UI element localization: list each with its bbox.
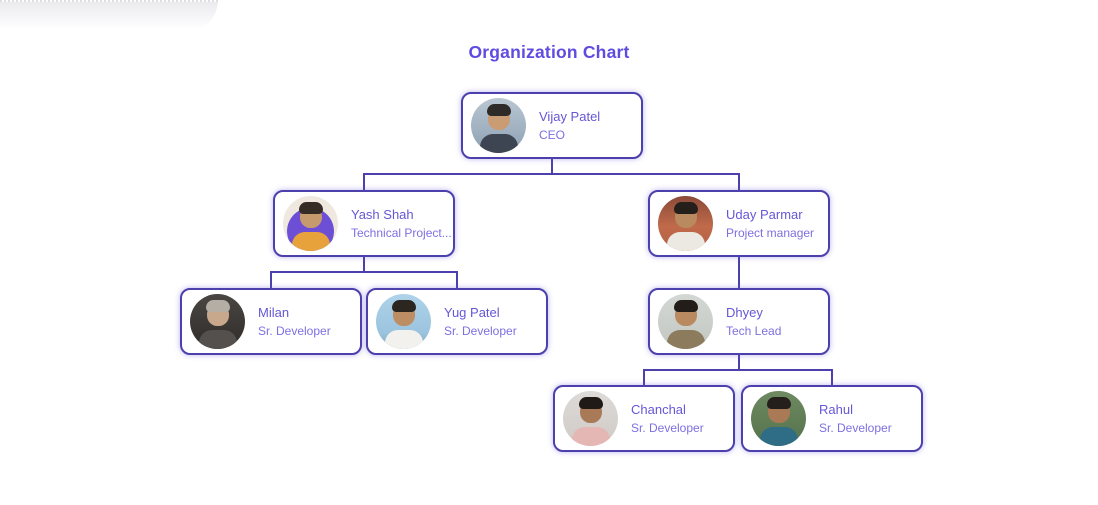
page-title: Organization Chart (468, 41, 630, 62)
org-node-yash-shah[interactable]: Yash Shah Technical Project... (273, 190, 455, 257)
avatar-body (479, 134, 518, 153)
avatar-body (759, 427, 798, 446)
yash-shah-photo (283, 196, 338, 251)
avatar-hair (766, 397, 791, 409)
connector-drop-yash (363, 173, 365, 191)
yug-patel-photo (376, 294, 431, 349)
org-node-uday-parmar[interactable]: Uday Parmar Project manager (648, 190, 830, 257)
uday-parmar-photo (658, 196, 713, 251)
avatar-body (198, 330, 237, 349)
connector-dhyey-bar (643, 369, 833, 371)
node-name: Chanchal (631, 402, 686, 417)
connector-drop-milan (270, 271, 272, 289)
avatar-body (291, 232, 330, 251)
node-name: Vijay Patel (539, 109, 601, 124)
avatar-hair (298, 202, 323, 214)
org-node-rahul[interactable]: Rahul Sr. Developer (741, 385, 923, 452)
node-role: Technical Project... (351, 226, 452, 240)
dhyey-photo (658, 294, 713, 349)
avatar-hair (205, 300, 230, 312)
node-role: Project manager (726, 226, 815, 240)
node-name: Dhyey (726, 305, 763, 320)
org-node-vijay-patel[interactable]: Vijay Patel CEO (461, 92, 643, 159)
node-name: Yug Patel (444, 305, 500, 320)
node-name: Uday Parmar (726, 207, 803, 222)
connector-drop-uday (738, 173, 740, 191)
corner-gradient-decoration (0, 0, 218, 32)
connector-yash-bar (270, 271, 458, 273)
avatar-hair (673, 202, 698, 214)
connector-drop-rahul (831, 369, 833, 386)
org-node-yug-patel[interactable]: Yug Patel Sr. Developer (366, 288, 548, 355)
rahul-photo (751, 391, 806, 446)
avatar-body (666, 330, 705, 349)
avatar-body (666, 232, 705, 251)
node-role: Sr. Developer (444, 324, 517, 338)
node-name: Rahul (819, 402, 853, 417)
connector-drop-chanchal (643, 369, 645, 386)
connector-yash-stub (363, 256, 365, 272)
avatar-body (571, 427, 610, 446)
vijay-patel-photo (471, 98, 526, 153)
chanchal-photo (563, 391, 618, 446)
node-role: Sr. Developer (258, 324, 331, 338)
connector-dhyey-stub (738, 354, 740, 370)
avatar-hair (486, 104, 511, 116)
node-role: Sr. Developer (819, 421, 892, 435)
avatar-hair (673, 300, 698, 312)
connector-drop-yug (456, 271, 458, 289)
org-node-milan[interactable]: Milan Sr. Developer (180, 288, 362, 355)
connector-ceo-stub (551, 158, 553, 174)
connector-uday-dhyey (738, 256, 740, 289)
node-name: Milan (258, 305, 290, 320)
org-node-chanchal[interactable]: Chanchal Sr. Developer (553, 385, 735, 452)
org-node-dhyey[interactable]: Dhyey Tech Lead (648, 288, 830, 355)
avatar-hair (578, 397, 603, 409)
node-role: Sr. Developer (631, 421, 704, 435)
node-name: Yash Shah (351, 207, 414, 222)
node-role: Tech Lead (726, 324, 782, 338)
avatar-body (384, 330, 423, 349)
avatar-hair (391, 300, 416, 312)
connector-ceo-bar (363, 173, 740, 175)
milan-photo (190, 294, 245, 349)
node-role: CEO (539, 128, 566, 142)
